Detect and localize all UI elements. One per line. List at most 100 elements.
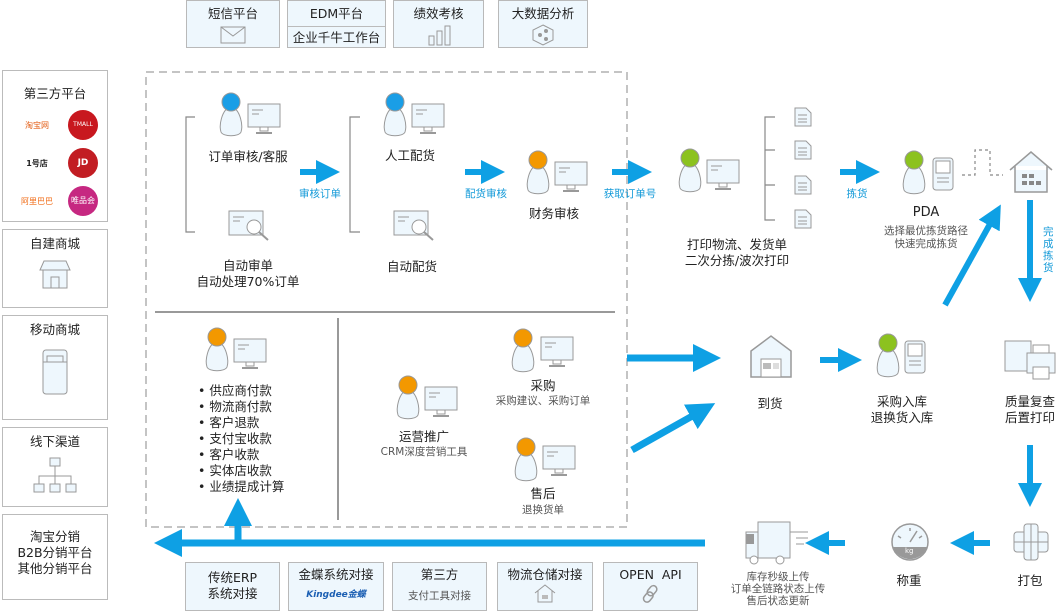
person-icon-marketing — [394, 375, 422, 425]
purchase-desc: 采购建议、采购订单 — [495, 395, 591, 407]
arrow-label-order-no: 获取订单号 — [603, 188, 657, 200]
b2b-distribution: B2B分销平台 — [17, 545, 93, 560]
ship-desc-2: 订单全链路状态上传 — [730, 583, 826, 595]
taobao-distribution: 淘宝分销 — [29, 529, 80, 544]
monitor-icon — [542, 445, 576, 481]
open-api-label: OPEN API — [619, 567, 682, 582]
print-desc: 二次分拣/波次打印 — [684, 253, 790, 268]
auto-review-label: 自动审单 — [222, 258, 274, 273]
weigh-label: 称重 — [896, 573, 922, 588]
distribution-box[interactable]: 淘宝分销 B2B分销平台 其他分销平台 — [2, 514, 108, 600]
purchase-label: 采购 — [530, 378, 556, 393]
printer-icon — [1003, 335, 1057, 387]
sms-label: 短信平台 — [207, 6, 258, 21]
document-icon — [794, 140, 812, 164]
org-chart-icon — [33, 457, 77, 493]
performance-label: 绩效考核 — [413, 6, 464, 21]
edm-label: EDM平台 — [309, 6, 364, 21]
arrow-label-pick: 拣货 — [846, 188, 868, 200]
warehouse-icon — [534, 584, 556, 603]
auto-review-desc: 自动处理70%订单 — [196, 274, 300, 289]
monitor-icon — [540, 336, 574, 372]
big-data-label: 大数据分析 — [511, 6, 575, 21]
pda-label: PDA — [912, 205, 940, 220]
kingdee-logo: Kingdee金蝶 — [306, 590, 366, 600]
monitor-icon — [554, 161, 588, 197]
arrival-label: 到货 — [757, 396, 783, 411]
third-party-label: 第三方平台 — [23, 86, 87, 101]
qianniu-label: 企业千牛工作台 — [288, 26, 385, 46]
ship-desc-3: 售后状态更新 — [746, 595, 810, 607]
kingdee-box[interactable]: 金蝶系统对接 Kingdee金蝶 — [288, 562, 384, 611]
tmall-logo: TMALL — [68, 110, 98, 140]
arrival-house-icon — [745, 333, 797, 385]
list-item: • 实体店收款 — [198, 463, 272, 478]
list-item: • 供应商付款 — [198, 383, 272, 398]
person-icon-stock-in — [874, 333, 902, 383]
pack-label: 打包 — [1017, 573, 1043, 588]
document-icon — [794, 209, 812, 233]
bar-chart-icon — [428, 25, 450, 46]
alibaba-logo: 阿里巴巴 — [21, 196, 53, 206]
monitor-icon — [706, 159, 740, 195]
edm-platform-box[interactable]: EDM平台 企业千牛工作台 — [287, 0, 386, 48]
manual-pick-label: 人工配货 — [384, 148, 436, 163]
list-item: • 客户退款 — [198, 415, 260, 430]
person-icon-pda — [900, 150, 928, 200]
bracket-order — [185, 116, 195, 233]
bracket-print — [764, 116, 775, 221]
taobao-logo: 淘宝网 — [25, 120, 49, 130]
monitor-icon — [233, 338, 267, 374]
pda-link — [962, 149, 1003, 176]
vip-logo: 唯品会 — [68, 186, 98, 216]
monitor-icon — [247, 103, 281, 139]
monitor-search-icon — [393, 210, 437, 246]
sms-platform-box[interactable]: 短信平台 — [186, 0, 280, 48]
list-item: • 支付宝收款 — [198, 431, 272, 446]
kingdee-label: 金蝶系统对接 — [298, 567, 374, 582]
storefront-icon — [39, 260, 71, 289]
package-icon — [1012, 522, 1050, 566]
print-label: 打印物流、发货单 — [686, 237, 788, 252]
monitor-icon — [424, 386, 458, 422]
erp-label: 传统ERP — [207, 570, 258, 585]
performance-box[interactable]: 绩效考核 — [393, 0, 484, 48]
kg-label: kg — [905, 547, 914, 555]
person-icon-order-review — [217, 92, 245, 142]
finance-list: • 供应商付款 • 物流商付款 • 客户退款 • 支付宝收款 • 客户收款 • … — [198, 383, 284, 495]
hexagon-network-icon — [532, 24, 554, 46]
person-icon-aftersale — [512, 437, 540, 487]
person-icon-finance — [524, 150, 552, 200]
logistics-box[interactable]: 物流仓储对接 — [497, 562, 593, 611]
document-icon — [794, 175, 812, 199]
erp-dashed-frame — [145, 71, 628, 528]
yhd-logo: 1号店 — [26, 158, 48, 168]
truck-icon — [744, 520, 810, 570]
warehouse-icon — [1008, 150, 1054, 198]
erp-integration-box[interactable]: 传统ERP 系统对接 — [185, 562, 280, 611]
person-icon-manual-pick — [381, 92, 409, 142]
pda-desc-2: 快速完成拣货 — [894, 238, 958, 250]
envelope-icon — [220, 26, 246, 44]
link-icon — [642, 584, 658, 603]
open-api-box[interactable]: OPEN API — [603, 562, 698, 611]
third-party-platform-box[interactable]: 第三方平台 淘宝网 TMALL 1号店 JD 阿里巴巴 唯品会 — [2, 70, 108, 222]
marketing-label: 运营推广 — [398, 429, 450, 444]
monitor-search-icon — [228, 210, 272, 246]
big-data-box[interactable]: 大数据分析 — [498, 0, 588, 48]
payment-box[interactable]: 第三方 支付工具对接 — [392, 562, 487, 611]
offline-channel-box[interactable]: 线下渠道 — [2, 427, 108, 507]
payment-label: 第三方 — [420, 567, 459, 582]
own-mall-box[interactable]: 自建商城 — [2, 229, 108, 308]
return-in-label: 退换货入库 — [870, 410, 934, 425]
list-item: • 业绩提成计算 — [198, 479, 285, 494]
mobile-mall-box[interactable]: 移动商城 — [2, 315, 108, 420]
list-item: • 客户收款 — [198, 447, 260, 462]
quality-desc: 后置打印 — [1004, 410, 1056, 425]
other-distribution: 其他分销平台 — [17, 561, 93, 576]
mobile-store-icon — [42, 349, 68, 395]
arrow-label-review: 审核订单 — [299, 188, 341, 200]
pda-device-icon — [932, 157, 954, 195]
logistics-label: 物流仓储对接 — [507, 567, 583, 582]
pda-desc-1: 选择最优拣货路径 — [884, 225, 968, 237]
